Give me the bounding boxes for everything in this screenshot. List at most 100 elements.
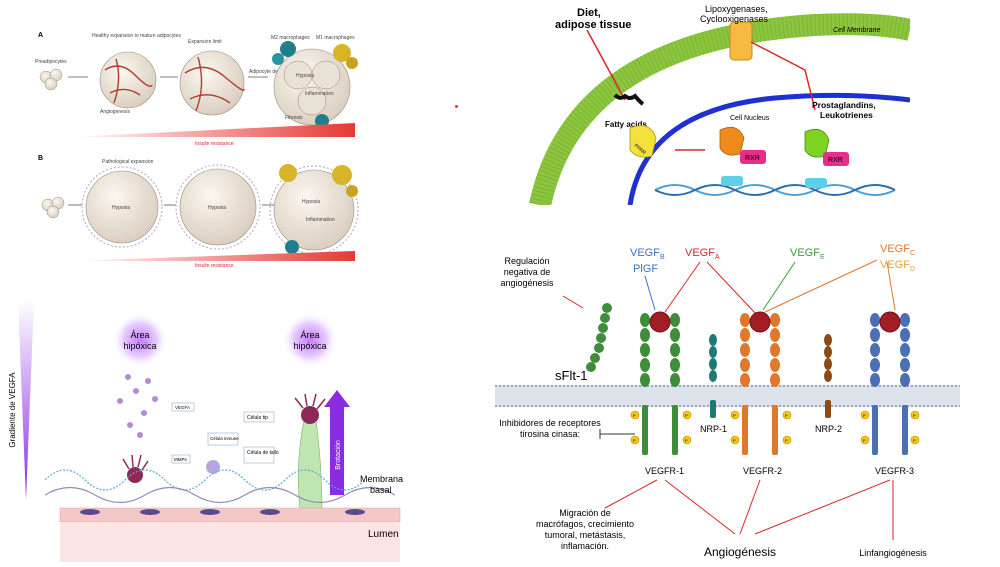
lumen-area [60, 522, 400, 562]
vegf-gradient-figure: Gradiente de VEGFA Área hipóxica Área hi… [0, 295, 410, 562]
rxr-2 [823, 152, 849, 166]
svg-text:P: P [785, 413, 788, 418]
plgf-label: PlGF [633, 263, 658, 275]
area2-line2: hipóxica [293, 341, 326, 351]
healthy-expansion-label: Healthy expansion to mature adipocytes [92, 33, 181, 39]
migration-line2: macrófagos, crecimiento [536, 519, 634, 529]
m1-label: M1 macrophages [316, 35, 355, 41]
nucleus-envelope [627, 92, 911, 206]
vegfa-tag: VEGFA [175, 405, 190, 410]
inflammation-label-a: Inflammation [305, 91, 334, 97]
pathological-cluster-1 [81, 166, 163, 248]
vegfr2-receptor [740, 311, 780, 455]
ecm-mesh [44, 469, 366, 491]
membrane-basal-line2: basal [370, 485, 392, 495]
insulin-resistance-a: Insulin resistance [195, 141, 234, 147]
membrane-label: Cell Membrane [833, 27, 881, 34]
angiogenesis-label: Angiogenesis [100, 109, 131, 115]
hypoxia-label-b1: Hypoxia [112, 205, 130, 211]
tip-filopodia [294, 393, 326, 410]
rxr-label-1: RXR [745, 155, 760, 162]
tip-cell-box [243, 411, 275, 423]
fibrosis-label: Fibrosis [285, 115, 303, 121]
vegf-receptor-figure: Regulación negativa de angiogénesis VEGF… [495, 240, 960, 562]
membrane-basal-line1: Membrana [360, 474, 403, 484]
adipocyte-death-label: Adipocyte death [249, 69, 285, 75]
inflammation-label-b: Inflammation [306, 217, 335, 223]
vegfr3-label: VEGFR-3 [875, 466, 914, 476]
stray-red-dot [455, 105, 458, 108]
vegf-e-arrow [762, 261, 796, 311]
vegf-c-label: VEGFC [880, 243, 915, 257]
hypoxia-label-b2: Hypoxia [208, 205, 226, 211]
vegfa-molecules [117, 374, 158, 438]
migration-line3: tumoral, metástasis, [545, 530, 626, 540]
expansion-limit-cluster [179, 50, 245, 116]
svg-text:P: P [733, 413, 736, 418]
svg-text:P: P [685, 438, 688, 443]
sprouting-label: Brotación [335, 440, 342, 470]
vegfa-tag-box [171, 402, 195, 412]
healthy-cluster [99, 51, 157, 109]
phospho-sites: P P P P P P P P P P P P [630, 410, 920, 445]
vegfr3-receptor [870, 311, 910, 455]
sprouting-arrow-head [324, 390, 350, 407]
fatty-acids-label: Fatty acids [605, 120, 647, 129]
sflt1-label: sFlt-1 [555, 368, 588, 383]
nucleus-label: Cell Nucleus [730, 115, 770, 122]
hypoxic-area-1 [112, 312, 168, 368]
vegf-a-arrows [664, 261, 758, 316]
adipose-expansion-svg: A Preadipocytes Healthy expansion to mat… [35, 32, 359, 269]
dna-strand-2 [654, 184, 896, 196]
vegfr1-receptor [640, 311, 680, 455]
svg-text:P: P [785, 438, 788, 443]
vegf-b-arrow [644, 275, 656, 311]
outcome-arrows [604, 479, 894, 540]
hypoxic-area-2 [282, 312, 338, 368]
endothelial-nuclei [80, 509, 365, 515]
enzyme-channel [729, 21, 753, 61]
immune-cell [206, 460, 220, 474]
cyclooxygenases-label: Cyclooxigenases [700, 14, 769, 24]
regulation-arrow [562, 295, 584, 309]
hypoxia-label-b3: Hypoxia [302, 199, 320, 205]
lymphangiogenesis-outcome: Linfangiogénesis [859, 548, 927, 558]
label-a: A [38, 32, 43, 39]
vegfr2-label: VEGFR-2 [743, 466, 782, 476]
svg-text:P: P [913, 413, 916, 418]
response-element-2 [805, 178, 827, 188]
area1-line1: Área [130, 330, 149, 340]
ppar-pathway-svg: Diet, adipose tissue Lipoxygenases, Cycl… [529, 4, 913, 208]
mmps-tag: MMPs [174, 457, 187, 462]
preadipocytes-a [39, 68, 63, 91]
svg-text:P: P [863, 413, 866, 418]
svg-text:P: P [863, 438, 866, 443]
rxr-label-2: RXR [828, 157, 843, 164]
preadipocytes-b [41, 196, 65, 219]
sprout-stalk [297, 419, 323, 511]
inflamed-cluster-b [269, 164, 359, 255]
vegf-d-label: VEGFD [880, 259, 915, 273]
svg-text:P: P [633, 438, 636, 443]
sflt1-chain [586, 303, 612, 372]
area2-line1: Área [300, 330, 319, 340]
immune-cell-label: Célula inmune [210, 436, 239, 441]
enzyme-arrow [750, 41, 816, 111]
nrp1-receptor [709, 334, 717, 418]
ecm-fibers [44, 486, 396, 504]
tip-cell-label: Célula tip [247, 415, 268, 421]
vegfa-gradient-bar [18, 300, 34, 500]
ppar-yellow [629, 125, 657, 158]
pathological-expansion-label: Pathological expansion [102, 159, 154, 165]
tip-cell-left [127, 467, 143, 483]
tip-filopodia-left [122, 454, 149, 471]
svg-text:P: P [633, 413, 636, 418]
mmps-tag-box [171, 454, 191, 464]
regulation-line3: angiogénesis [500, 278, 554, 288]
migration-line1: Migración de [559, 508, 611, 518]
vegf-receptor-svg: Regulación negativa de angiogénesis VEGF… [495, 243, 960, 559]
angiogenesis-outcome: Angiogénesis [704, 545, 776, 559]
response-element-1 [721, 176, 743, 186]
lipoxygenases-label: Lipoxygenases, [705, 4, 768, 14]
stalk-cell-label: Célula de tallo [247, 450, 279, 456]
